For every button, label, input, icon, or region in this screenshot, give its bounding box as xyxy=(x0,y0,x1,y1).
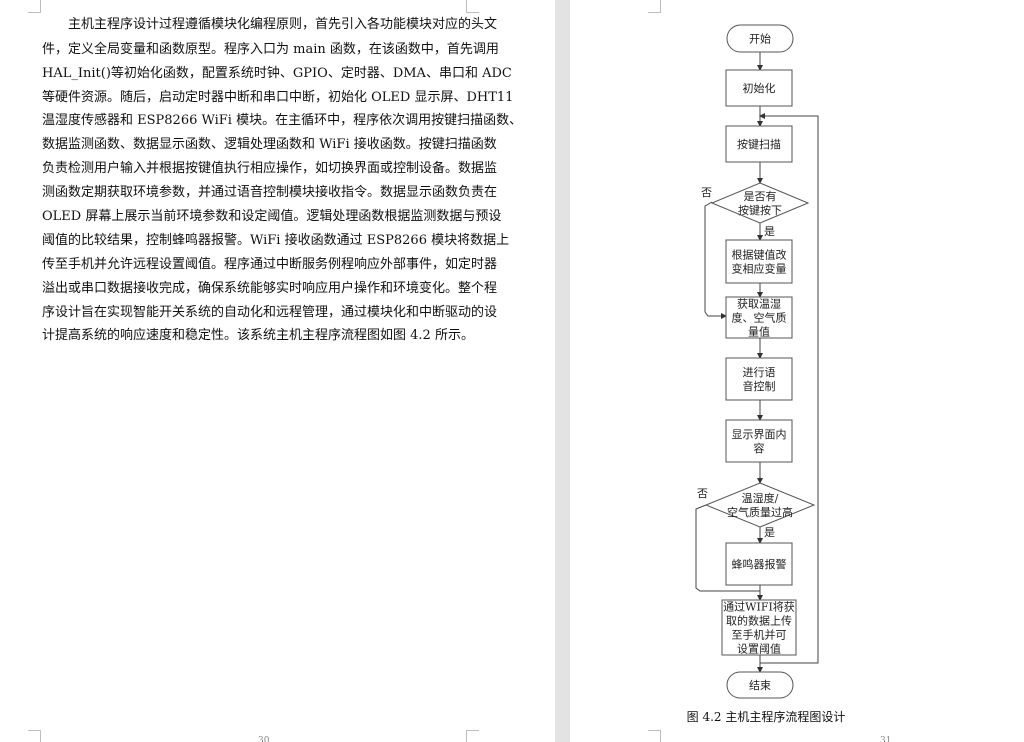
wifi-upload-process-label: 至手机并可 xyxy=(732,628,787,642)
change-variable-process xyxy=(725,239,793,284)
get-data-process-label: 量值 xyxy=(748,326,770,339)
init-process xyxy=(725,69,793,107)
paragraph-line: 序设计旨在实现智能开关系统的自动化和远程管理，通过模块化和中断驱动的设 xyxy=(42,305,498,320)
paragraph-line: 测函数定期获取环境参数，并通过语音控制模块接收指令。数据显示函数负责在 xyxy=(42,185,498,200)
flow-connector xyxy=(695,504,760,592)
page-number: 31 xyxy=(880,736,892,742)
flowchart: 开始初始化按键扫描是否有按键按下根据键值改变相应变量获取温湿度、空气质量值进行语… xyxy=(695,24,819,699)
document-page-right: 开始初始化按键扫描是否有按键按下根据键值改变相应变量获取温湿度、空气质量值进行语… xyxy=(570,0,1024,742)
get-data-process xyxy=(725,296,793,339)
figure-caption: 图 4.2 主机主程序流程图设计 xyxy=(686,710,846,724)
wifi-upload-process xyxy=(721,599,797,656)
page-corner-mark xyxy=(28,730,41,742)
voice-control-process-label: 音控制 xyxy=(743,379,776,393)
page-corner-mark xyxy=(648,0,661,13)
paragraph-line: 溢出或串口数据接收完成，确保系统能够实时响应用户操作和环境变化。整个程 xyxy=(42,281,498,296)
voice-control-process xyxy=(725,357,793,401)
wifi-upload-process-label: 设置阈值 xyxy=(737,642,781,656)
branch-label: 否 xyxy=(697,487,708,500)
branch-label: 是 xyxy=(764,225,775,238)
flow-connector xyxy=(704,201,727,319)
paragraph-line: 负责检测用户输入并根据按键值执行相应操作，如切换界面或控制设备。数据监 xyxy=(42,161,498,176)
get-data-process-label: 度、空气质 xyxy=(732,311,787,325)
start-terminal xyxy=(726,24,794,53)
branch-label: 否 xyxy=(701,186,712,199)
page-number: 30 xyxy=(258,736,270,742)
display-process-label: 容 xyxy=(754,441,765,455)
wifi-upload-process-label: 通过WIFI将获 xyxy=(723,601,795,614)
threshold-decision-label: 温湿度/ xyxy=(742,491,779,505)
page-corner-mark xyxy=(466,0,479,13)
paragraph-line: 传至手机并允许远程设置阈值。程序通过中断服务例程响应外部事件，如定时器 xyxy=(42,257,498,272)
document-page-left: 主机主程序设计过程遵循模块化编程原则，首先引入各功能模块对应的头文件，定义全局变… xyxy=(0,0,555,742)
display-process xyxy=(725,419,793,463)
key-pressed-decision xyxy=(710,182,810,224)
key-scan-process-label: 按键扫描 xyxy=(737,137,781,151)
branch-label: 是 xyxy=(764,526,775,539)
key-scan-process xyxy=(725,125,793,163)
wifi-upload-process-label: 取的数据上传 xyxy=(726,614,792,628)
paragraph-line: 主机主程序设计过程遵循模块化编程原则，首先引入各功能模块对应的头文 xyxy=(68,17,498,32)
change-variable-process-label: 变相应变量 xyxy=(732,262,787,276)
key-pressed-decision-label: 按键按下 xyxy=(738,203,782,217)
end-terminal-label: 结束 xyxy=(749,679,771,692)
paragraph-line: 件，定义全局变量和函数原型。程序入口为 main 函数，在该函数中，首先调用 xyxy=(42,42,499,57)
buzzer-alarm-process xyxy=(725,542,793,586)
threshold-decision xyxy=(704,482,816,528)
display-process-label: 显示界面内 xyxy=(732,427,787,441)
paragraph-line: 数据监测函数、数据显示函数、逻辑处理函数和 WiFi 接收函数。按键扫描函数 xyxy=(42,137,497,152)
paragraph-line: HAL_Init()等初始化函数，配置系统时钟、GPIO、定时器、DMA、串口和… xyxy=(42,66,512,81)
page-corner-mark xyxy=(648,730,661,742)
end-terminal xyxy=(726,671,794,699)
voice-control-process-label: 进行语 xyxy=(743,366,776,379)
start-terminal-label: 开始 xyxy=(749,32,771,46)
paragraph-line: OLED 屏幕上展示当前环境参数和设定阈值。逻辑处理函数根据监测数据与预设 xyxy=(42,209,502,224)
buzzer-alarm-process-label: 蜂鸣器报警 xyxy=(732,557,787,571)
paragraph-line: 计提高系统的响应速度和稳定性。该系统主机主程序流程图如图 4.2 所示。 xyxy=(42,328,474,343)
init-process-label: 初始化 xyxy=(743,81,776,95)
get-data-process-label: 获取温湿 xyxy=(737,298,781,311)
page-corner-mark xyxy=(466,730,479,742)
change-variable-process-label: 根据键值改 xyxy=(732,248,787,262)
flow-connector xyxy=(759,113,819,664)
paragraph-line: 阈值的比较结果，控制蜂鸣器报警。WiFi 接收函数通过 ESP8266 模块将数… xyxy=(42,233,510,248)
threshold-decision-label: 空气质量过高 xyxy=(727,505,793,519)
page-corner-mark xyxy=(28,0,41,13)
paragraph-line: 等硬件资源。随后，启动定时器中断和串口中断，初始化 OLED 显示屏、DHT11 xyxy=(42,90,514,105)
paragraph-line: 温湿度传感器和 ESP8266 WiFi 模块。在主循环中，程序依次调用按键扫描… xyxy=(42,113,523,128)
key-pressed-decision-label: 是否有 xyxy=(744,189,777,203)
